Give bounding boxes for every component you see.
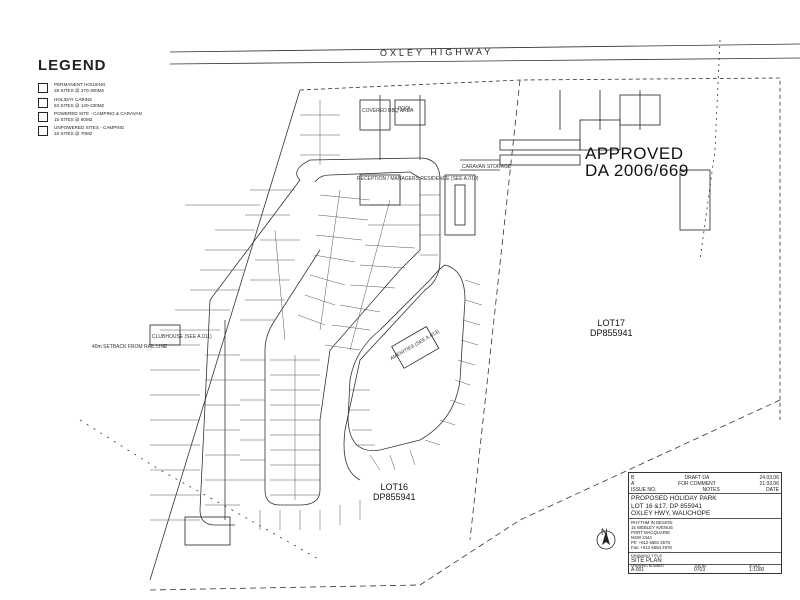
- highway-edge-north: [169, 43, 800, 53]
- legend-label: HOLIDAY CABINS: [54, 97, 93, 102]
- drawing-number: A.001: [631, 567, 645, 573]
- project-line: OXLEY HWY, WAUCHOPE: [631, 510, 711, 517]
- legend-swatch: [38, 126, 48, 136]
- legend-sub: 16 sites @ 70m2: [54, 131, 93, 136]
- revision-row: B DRAFT DA 24.03.06: [631, 475, 779, 481]
- lot17-dp: DP855941: [590, 328, 633, 338]
- firm-line: Fax: +612 6584 2978: [631, 545, 672, 550]
- lot16-name: LOT16: [380, 482, 409, 492]
- amenities-building: [391, 326, 440, 369]
- legend-sub: 15 sites @ 80m2: [54, 117, 93, 122]
- setback-line: [79, 419, 321, 561]
- rev-date: DATE: [766, 487, 779, 493]
- legend-label: POWERED SITE - CAMPING & CARAVAN: [54, 111, 142, 116]
- lot17-name: LOT17: [597, 318, 626, 328]
- internal-road-east: [296, 157, 441, 481]
- firm-line: PORT MACQUARIE: [631, 530, 670, 535]
- drawing-title-label: DRAWING TITLE: [631, 553, 663, 558]
- tennis-court-south: [184, 516, 231, 546]
- scale-label: SCALE: [749, 564, 761, 568]
- revision-row: A FOR COMMENT 21.03.06: [631, 481, 779, 487]
- entrance-road: [379, 95, 421, 160]
- rev-date: 24.03.06: [759, 475, 779, 481]
- firm-line: 15 WEBLEY AVENUE: [631, 525, 674, 530]
- drawing-title: SITE PLAN: [631, 558, 662, 564]
- rev-desc: NOTES: [702, 487, 720, 493]
- setback-label: 40m SETBACK FROM RAIL LINE: [92, 344, 168, 350]
- east-dashed-line: [699, 39, 721, 261]
- legend-swatch: [38, 98, 48, 108]
- rev-id: B: [631, 475, 635, 481]
- tennis-court: [444, 174, 476, 236]
- caravan-road: [460, 159, 500, 171]
- firm-line: Ph: +612 6584 4578: [631, 540, 670, 545]
- amenities-label: AMENITIES (SEE A.013): [389, 329, 441, 362]
- legend-sub: 28 sites @ 270-300m2: [54, 88, 105, 93]
- lot-division-line: [469, 79, 521, 541]
- legend-sub: 53 sites @ 140-230m2: [54, 103, 105, 108]
- reception-label: RECEPTION / MANAGERS RESIDENCE (SEE A.01…: [357, 176, 479, 182]
- scale-value: 1:1000: [749, 567, 765, 573]
- rev-id: A: [631, 481, 635, 487]
- curved-cabin-road: [347, 264, 466, 452]
- job-number: 0703: [694, 567, 706, 573]
- rev-date: 21.03.06: [759, 481, 779, 487]
- project-title: PROPOSED HOLIDAY PARK LOT 16 &17, DP 855…: [631, 495, 717, 518]
- project-line: PROPOSED HOLIDAY PARK: [631, 495, 717, 502]
- clubhouse-building: [149, 324, 181, 346]
- legend-label: UNPOWERED SITES - CAMPING: [54, 125, 125, 130]
- job-label: JOB No.: [694, 564, 708, 568]
- pool-label: POOL: [398, 106, 412, 112]
- approval-stamp-line1: APPROVED: [585, 144, 684, 163]
- lot17-label: LOT17 DP855941: [590, 318, 633, 338]
- internal-road-inner-loop: [264, 171, 421, 506]
- project-line: LOT 16 &17, DP 855941: [631, 502, 702, 510]
- north-label: N: [601, 527, 608, 537]
- lot16-dp: DP855941: [373, 492, 416, 502]
- highway-edge-south: [169, 57, 800, 65]
- approval-stamp-line2: DA 2006/669: [585, 161, 689, 180]
- revision-table: B DRAFT DA 24.03.06 A FOR COMMENT 21.03.…: [631, 475, 779, 493]
- caravan-label: CARAVAN STORAGE: [462, 164, 512, 170]
- lot16-label: LOT16 DP855941: [373, 482, 416, 502]
- approval-stamp: APPROVED DA 2006/669: [585, 145, 689, 179]
- title-block: B DRAFT DA 24.03.06 A FOR COMMENT 21.03.…: [628, 472, 782, 574]
- pool-area: [394, 99, 426, 126]
- rev-desc: DRAFT DA: [684, 475, 710, 481]
- firm-line: RHYTHM IN DESIGN: [631, 520, 673, 525]
- legend-swatch: [38, 112, 48, 122]
- drawing-number-label: DRAWING NUMBER: [631, 564, 664, 568]
- internal-road-west: [199, 179, 301, 526]
- highway-name: OXLEY HIGHWAY: [380, 47, 493, 58]
- rev-desc: FOR COMMENT: [678, 481, 716, 487]
- rev-id: ISSUE NO.: [631, 487, 657, 493]
- lot-boundary-dashed: [299, 77, 781, 420]
- firm-details: RHYTHM IN DESIGN 15 WEBLEY AVENUE PORT M…: [631, 520, 673, 550]
- clubhouse-label: CLUBHOUSE (SEE A.011): [152, 334, 212, 340]
- bbq-label: COVERED BBQ AREA: [362, 108, 414, 114]
- southern-boundary: [149, 399, 781, 591]
- legend-title: LEGEND: [38, 57, 107, 74]
- revision-row: ISSUE NO. NOTES DATE: [631, 487, 779, 493]
- firm-line: NSW 2444: [631, 535, 652, 540]
- north-arrow: [596, 530, 616, 550]
- legend-label: PERMANENT HOUSING: [54, 82, 106, 87]
- covered-bbq: [359, 99, 391, 131]
- legend-swatch: [38, 83, 48, 93]
- reception-building: [359, 174, 401, 206]
